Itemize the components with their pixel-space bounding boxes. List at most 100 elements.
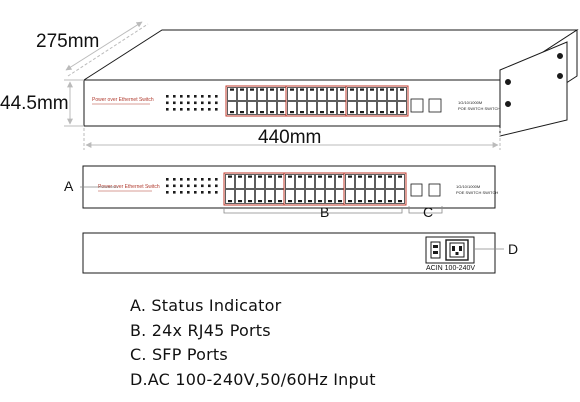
- front-rj45-port: [325, 174, 335, 189]
- front-rj45-port: [285, 174, 295, 189]
- 3d-rj45-port: [317, 101, 327, 115]
- front-led: [180, 191, 183, 194]
- front-rj45-port: [375, 189, 385, 204]
- 3d-rj45-port: [357, 87, 367, 101]
- rear-panel-view: ACIN 100-240V D: [82, 232, 518, 274]
- front-rj45-port: [235, 174, 245, 189]
- 3d-rj45-port: [347, 87, 357, 101]
- width-label: 440mm: [258, 127, 321, 148]
- depth-label: 275mm: [36, 31, 99, 52]
- callout-d: D: [508, 241, 518, 257]
- rack-ear-hole-1: [505, 79, 511, 85]
- front-rj45-port: [255, 174, 265, 189]
- front-led: [208, 178, 211, 181]
- 3d-led: [187, 108, 190, 111]
- legend-item-status-indicator: A. Status Indicator: [130, 296, 282, 315]
- 3d-rj45-port: [227, 87, 237, 101]
- front-rj45-port: [385, 189, 395, 204]
- front-led: [215, 178, 218, 181]
- 3d-led: [208, 95, 211, 98]
- front-rj45-port: [345, 174, 355, 189]
- model-sub-3d: POE SWITCH SWITCH: [458, 106, 500, 111]
- front-led: [201, 191, 204, 194]
- front-rj45-port: [315, 189, 325, 204]
- model-sub-front: POE SWITCH SWITCH: [456, 190, 498, 195]
- front-rj45-port: [365, 189, 375, 204]
- 3d-rj45-port: [267, 87, 277, 101]
- 3d-rj45-port: [227, 101, 237, 115]
- front-led: [208, 184, 211, 188]
- legend-item-sfp-ports: C. SFP Ports: [130, 345, 228, 364]
- front-led: [215, 191, 218, 194]
- 3d-led: [194, 95, 197, 98]
- 3d-rj45-port: [287, 101, 297, 115]
- front-led: [187, 191, 190, 194]
- 3d-rj45-port: [347, 101, 357, 115]
- 3d-led: [180, 108, 183, 111]
- brand-text-front: Power over Ethernet Switch: [98, 184, 160, 190]
- 3d-rj45-port: [317, 87, 327, 101]
- front-rj45-port: [265, 174, 275, 189]
- 3d-rj45-port: [397, 87, 407, 101]
- front-rj45-port: [315, 174, 325, 189]
- front-panel-view: Power over Ethernet Switch 1G/10/1000M P…: [64, 165, 498, 220]
- height-dimension: 44.5mm: [0, 79, 84, 127]
- front-rj45-port: [265, 189, 275, 204]
- front-led: [166, 191, 169, 194]
- 3d-rj45-port: [327, 87, 337, 101]
- rj45-port-groups-front: [223, 172, 407, 206]
- rack-ear-hole-3: [557, 53, 563, 59]
- front-led: [173, 184, 176, 188]
- front-rj45-port: [325, 189, 335, 204]
- 3d-rj45-port: [247, 87, 257, 101]
- 3d-led: [215, 95, 218, 98]
- front-rj45-port: [285, 189, 295, 204]
- 3d-rj45-port: [267, 101, 277, 115]
- rack-ear-hole-4: [557, 73, 563, 79]
- front-rj45-port: [235, 189, 245, 204]
- front-led: [166, 178, 169, 181]
- 3d-led: [173, 95, 176, 98]
- front-led: [194, 184, 197, 188]
- front-led: [194, 178, 197, 181]
- 3d-led: [208, 101, 211, 105]
- 3d-rj45-port: [307, 87, 317, 101]
- model-text-front: 1G/10/1000M: [456, 184, 480, 189]
- 3d-rj45-port: [237, 101, 247, 115]
- legend-item-ac-input: D.AC 100-240V,50/60Hz Input: [130, 369, 376, 389]
- legend-item-rj45-ports: B. 24x RJ45 Ports: [130, 320, 271, 340]
- front-rj45-port: [365, 174, 375, 189]
- front-rj45-port: [395, 174, 405, 189]
- 3d-led: [180, 101, 183, 105]
- 3d-rj45-port: [367, 101, 377, 115]
- width-dimension: 440mm: [83, 127, 501, 150]
- front-rj45-port: [385, 174, 395, 189]
- front-rj45-port: [245, 174, 255, 189]
- 3d-led: [194, 101, 197, 105]
- 3d-rj45-port: [257, 101, 267, 115]
- legend-list: A. Status Indicator B. 24x RJ45 Ports C.…: [130, 294, 376, 392]
- 3d-rj45-port: [247, 101, 257, 115]
- sfp-port-front-2: [428, 183, 441, 197]
- front-led: [180, 184, 183, 188]
- 3d-led: [180, 95, 183, 98]
- sfp-port-front-1: [410, 183, 423, 197]
- chassis-3d-front-panel: Power over Ethernet Switch 1G/10/1000M P…: [92, 85, 500, 117]
- 3d-rj45-port: [287, 87, 297, 101]
- power-switch: [430, 241, 441, 259]
- 3d-rj45-port: [387, 87, 397, 101]
- front-rj45-port: [295, 189, 305, 204]
- 3d-led: [173, 101, 176, 105]
- 3d-rj45-port: [377, 87, 387, 101]
- front-led: [166, 184, 169, 188]
- front-rj45-port: [255, 189, 265, 204]
- 3d-rj45-port: [297, 101, 307, 115]
- front-led: [187, 184, 190, 188]
- front-rj45-port: [295, 174, 305, 189]
- 3d-led: [166, 108, 169, 111]
- 3d-rj45-port: [367, 87, 377, 101]
- 3d-led: [201, 108, 204, 111]
- callout-b-bracket: [223, 208, 403, 214]
- front-led: [201, 184, 204, 188]
- 3d-rj45-port: [397, 101, 407, 115]
